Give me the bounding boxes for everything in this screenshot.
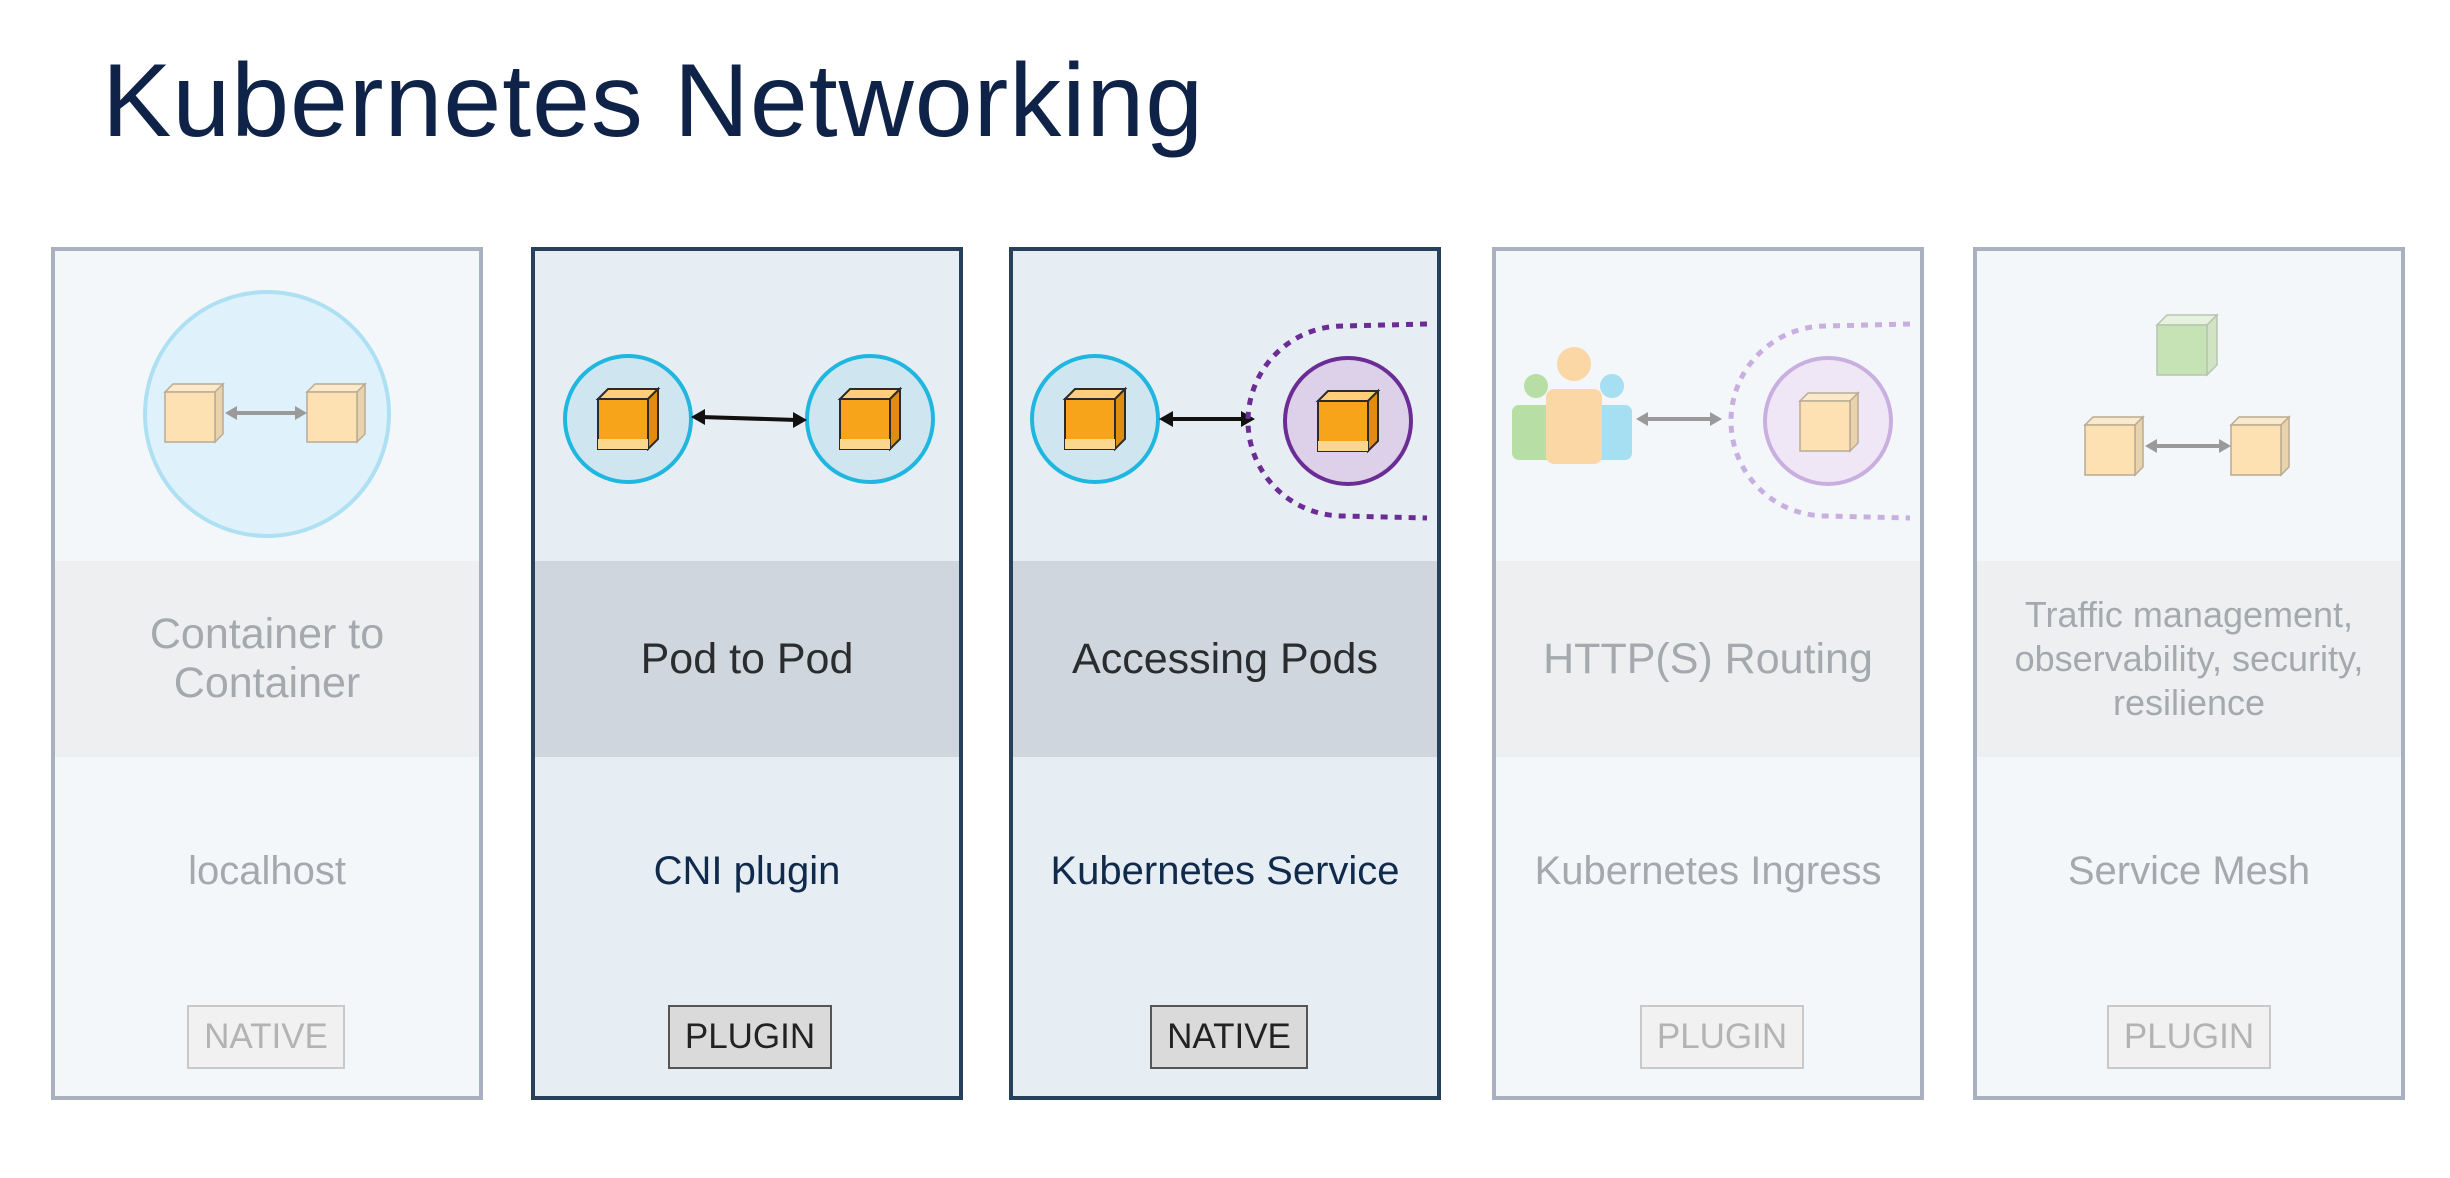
bidirectional-arrow-icon (1636, 412, 1722, 426)
bidirectional-arrow-icon (225, 406, 307, 420)
container-cube-icon (839, 388, 901, 450)
card-heading: Traffic management, observability, secur… (2014, 594, 2364, 723)
card-implementation: Kubernetes Ingress (1534, 849, 1882, 893)
card-implementation: localhost (188, 849, 346, 893)
card-heading-band: Traffic management, observability, secur… (1977, 561, 2401, 757)
card-implementation: Service Mesh (2067, 849, 2311, 893)
service-mesh-illustration (1977, 251, 2401, 561)
card-pod-to-pod: Pod to Pod CNI plugin PLUGIN (531, 247, 963, 1100)
badge-native: NATIVE (187, 1005, 345, 1069)
https-routing-illustration (1496, 251, 1920, 561)
container-cube-icon (164, 383, 224, 443)
card-heading-band: Accessing Pods (1013, 561, 1437, 757)
bidirectional-arrow-icon (1159, 411, 1255, 427)
card-container-to-container: Container to Container localhost NATIVE (51, 247, 483, 1100)
card-implementation: CNI plugin (653, 849, 841, 893)
users-group-icon (1512, 347, 1632, 464)
page-title: Kubernetes Networking (102, 43, 1205, 159)
container-cube-icon (597, 388, 659, 450)
card-https-routing: HTTP(S) Routing Kubernetes Ingress PLUGI… (1492, 247, 1924, 1100)
card-implementation: Kubernetes Service (1050, 849, 1400, 893)
card-heading-band: Container to Container (55, 561, 479, 757)
card-accessing-pods: Accessing Pods Kubernetes Service NATIVE (1009, 247, 1441, 1100)
container-cube-icon (1317, 390, 1379, 452)
badge-plugin: PLUGIN (2107, 1005, 2271, 1069)
card-heading-band: Pod to Pod (535, 561, 959, 757)
card-heading: Pod to Pod (640, 634, 854, 683)
card-heading: Accessing Pods (1072, 634, 1378, 683)
card-service-mesh: Traffic management, observability, secur… (1973, 247, 2405, 1100)
card-heading: Container to Container (149, 610, 385, 707)
card-heading: HTTP(S) Routing (1543, 634, 1873, 683)
bidirectional-arrow-icon (2145, 439, 2231, 453)
pod-to-pod-illustration (535, 251, 959, 561)
container-to-container-illustration (55, 251, 479, 561)
control-plane-cube-icon (2155, 313, 2219, 377)
accessing-pods-illustration (1013, 251, 1437, 561)
badge-plugin: PLUGIN (668, 1005, 832, 1069)
container-cube-icon (1064, 388, 1126, 450)
badge-plugin: PLUGIN (1640, 1005, 1804, 1069)
container-cube-icon (2230, 416, 2290, 476)
container-cube-icon (2084, 416, 2144, 476)
badge-native: NATIVE (1150, 1005, 1308, 1069)
container-cube-icon (1799, 392, 1859, 452)
container-cube-icon (306, 383, 366, 443)
card-heading-band: HTTP(S) Routing (1496, 561, 1920, 757)
bidirectional-arrow-icon (691, 409, 807, 428)
